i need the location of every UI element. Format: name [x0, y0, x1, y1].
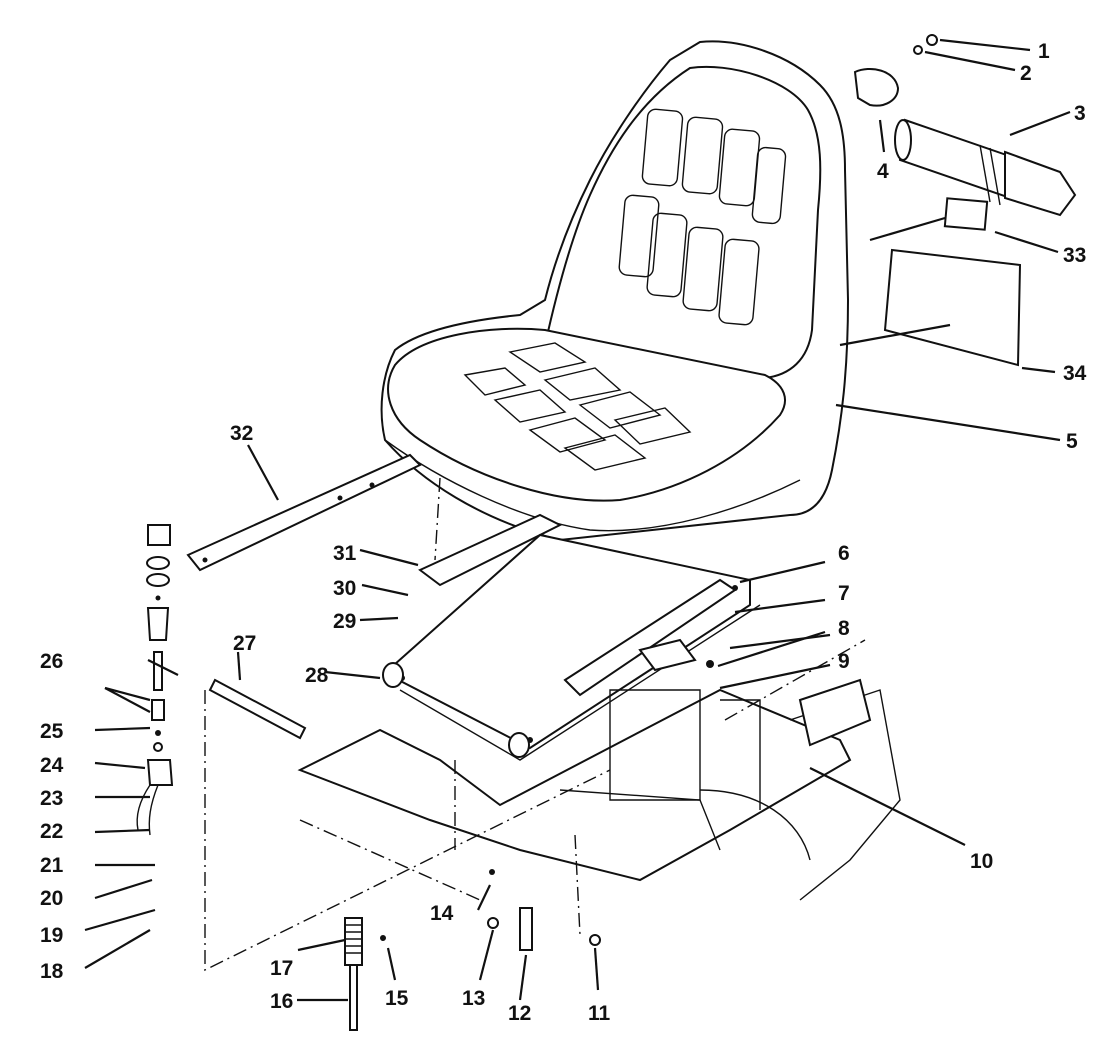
callout-24: 24: [40, 754, 64, 777]
nut-11: [589, 934, 601, 946]
callout-13: 13: [462, 987, 485, 1010]
callout-22: 22: [40, 820, 63, 843]
back-cushion-squares: [618, 108, 787, 326]
seat-cushion-squares: [463, 342, 692, 471]
leader-lines: [84, 38, 1071, 1002]
decal-small: [943, 197, 989, 231]
bolt-13: [487, 917, 499, 929]
callout-30: 30: [333, 577, 356, 600]
grease-stack: [136, 524, 174, 836]
callout-26: 26: [40, 650, 63, 673]
callout-10: 10: [970, 850, 993, 873]
washer: [913, 45, 923, 55]
callout-2: 2: [1020, 62, 1032, 85]
bushing: [382, 662, 404, 688]
callout-27: 27: [233, 632, 256, 655]
assembly-lines: [204, 477, 866, 972]
callout-29: 29: [333, 610, 356, 633]
callout-6: 6: [838, 542, 850, 565]
bushing-2: [508, 732, 530, 758]
frame: [297, 678, 901, 901]
callout-8: 8: [838, 617, 850, 640]
callout-19: 19: [40, 924, 63, 947]
callout-32: 32: [230, 422, 253, 445]
callout-4: 4: [877, 160, 889, 183]
slide-rail-right: [563, 578, 737, 697]
callout-11: 11: [588, 1002, 611, 1025]
callout-3: 3: [1074, 102, 1086, 125]
arm-tube: [894, 118, 1077, 217]
nut-8: [706, 660, 714, 668]
callout-20: 20: [40, 887, 63, 910]
callout-23: 23: [40, 787, 63, 810]
decal-large: [883, 248, 1022, 367]
seat: [380, 40, 850, 542]
spring-assembly: [344, 917, 386, 1031]
callout-labels: 1 2 3 4 5 6 7 8 9 10 11 12 13 14 15 16 1…: [40, 40, 1087, 1025]
callout-34: 34: [1063, 362, 1087, 385]
latch-bracket: [638, 638, 697, 672]
callout-5: 5: [1066, 430, 1078, 453]
callout-1: 1: [1038, 40, 1050, 63]
callout-21: 21: [40, 854, 64, 877]
seat-rail-left: [186, 453, 422, 572]
slide-rail: [418, 513, 563, 587]
callout-31: 31: [333, 542, 357, 565]
callout-33: 33: [1063, 244, 1086, 267]
clamp: [853, 68, 900, 107]
callout-14: 14: [430, 902, 454, 925]
callout-9: 9: [838, 650, 850, 673]
callout-15: 15: [385, 987, 409, 1010]
callout-7: 7: [838, 582, 850, 605]
callout-16: 16: [270, 990, 293, 1013]
bracket-12: [519, 907, 533, 951]
callout-28: 28: [305, 664, 329, 687]
callout-25: 25: [40, 720, 64, 743]
screw: [926, 34, 938, 46]
callout-17: 17: [270, 957, 293, 980]
callout-18: 18: [40, 960, 64, 983]
callout-12: 12: [508, 1002, 531, 1025]
pin: [208, 678, 307, 740]
